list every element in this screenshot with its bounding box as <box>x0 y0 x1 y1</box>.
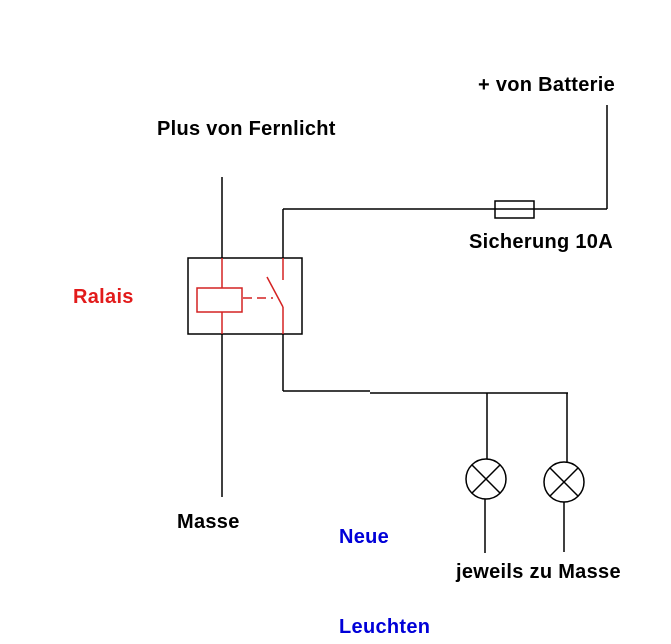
label-relay: Ralais <box>73 286 134 308</box>
lamp-2 <box>543 461 585 552</box>
lamp1-bulb-circle <box>465 458 507 500</box>
label-lamps-ground: jeweils zu Masse <box>456 561 621 583</box>
relay-symbol <box>196 258 284 334</box>
lamp-feed-wires <box>282 334 568 462</box>
relay-box <box>187 257 303 335</box>
switch-blade <box>266 276 284 308</box>
label-new-lights-line2: Leuchten <box>339 616 431 638</box>
label-new-lights: Neue Leuchten <box>339 462 430 644</box>
label-fuse: Sicherung 10A <box>469 231 613 253</box>
label-new-lights-line1: Neue <box>339 526 390 548</box>
lamp-1 <box>465 458 507 553</box>
label-battery-feed: + von Batterie <box>478 74 616 96</box>
lamp1-cross-line-2 <box>471 464 501 494</box>
battery-wire <box>283 105 608 210</box>
label-relay-ground: Masse <box>177 511 240 533</box>
lamp2-cross-line-2 <box>549 467 579 497</box>
label-high-beam-feed: Plus von Fernlicht <box>157 118 336 140</box>
relay-coil <box>196 287 243 313</box>
fuse-symbol <box>494 200 535 219</box>
